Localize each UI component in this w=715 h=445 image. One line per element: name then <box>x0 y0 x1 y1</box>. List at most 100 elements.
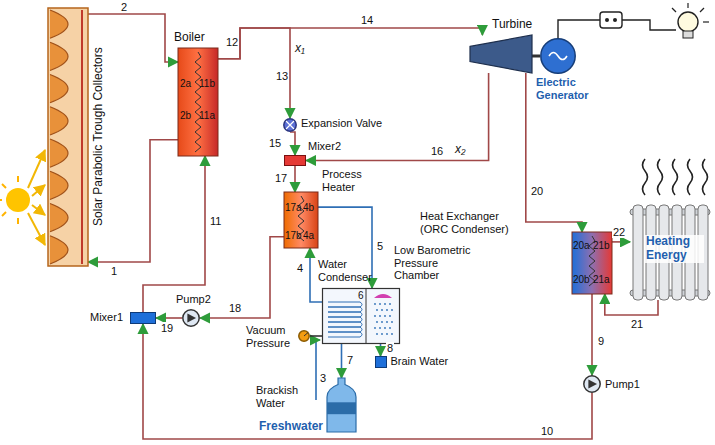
state-label: x₂ <box>455 143 466 157</box>
mixer-box <box>131 313 156 324</box>
trough-mirror <box>50 204 68 232</box>
trough-mirror <box>50 139 68 167</box>
turbine-symbol: Turbine <box>470 35 532 73</box>
shape-outline <box>130 312 156 324</box>
port-label: 2b <box>180 110 191 122</box>
shape-outline <box>182 309 200 327</box>
radiator-fin <box>633 205 643 300</box>
coil-line <box>195 52 201 152</box>
exchanger-body <box>572 232 612 294</box>
water-drop <box>391 333 393 335</box>
port-label: Low Barometric Pressure Chamber <box>394 244 478 282</box>
bottle-label <box>327 402 356 414</box>
node-label: Vacuum Pressure <box>246 324 296 349</box>
water-drop <box>391 321 393 323</box>
mixer-box: Mixer1 <box>130 312 156 324</box>
water-drop <box>389 327 391 329</box>
port-label: 11a <box>199 110 215 122</box>
process-heater: Process Heater17a4b17b4a <box>284 192 318 248</box>
heat-exchanger: Heat Exchanger (ORC Condenser)20a21b20b2… <box>572 232 612 294</box>
state-number: 9 <box>597 335 605 347</box>
trough-mirror <box>50 107 68 135</box>
exchanger-body <box>284 192 318 248</box>
state-number: 14 <box>360 14 374 26</box>
water-drop <box>379 303 381 305</box>
shape-outline <box>48 8 88 266</box>
state-number: 16 <box>430 145 444 157</box>
port-label: 11b <box>199 78 215 90</box>
flow-line <box>380 344 382 356</box>
water-drop <box>386 333 388 335</box>
trough-mirror <box>50 236 68 264</box>
node-label: Solar Parabolic Trough Collectors <box>92 32 106 242</box>
node-label: Freshwater <box>259 420 323 434</box>
socket-symbol <box>600 12 622 28</box>
brine-outlet: Brain Water <box>375 356 387 368</box>
water-drop <box>379 327 381 329</box>
trough-mirror <box>50 171 68 199</box>
pump-body <box>183 310 199 326</box>
valve-cross <box>286 121 294 129</box>
brackish-inlet-line <box>316 340 320 400</box>
port-label: 17b <box>285 230 302 242</box>
turbine-body <box>470 35 532 73</box>
state-label: 12 <box>226 36 238 49</box>
state-number: 4 <box>296 262 304 274</box>
water-drop <box>389 315 391 317</box>
state-number: 10 <box>540 425 554 437</box>
node-label: Boiler <box>174 31 205 45</box>
state-number: 20 <box>530 185 544 197</box>
power-output-symbol <box>558 3 709 38</box>
plug-wire <box>622 20 676 30</box>
pump-symbol: Pump2 <box>182 309 200 327</box>
sun-disc <box>6 188 30 212</box>
water-drop <box>391 309 393 311</box>
state-label: 3 <box>320 372 326 385</box>
flow-line <box>156 317 182 319</box>
water-drop <box>374 327 376 329</box>
state-number: 2 <box>120 1 128 13</box>
state-number: 18 <box>228 302 242 314</box>
trough-mirror <box>50 10 68 38</box>
inlet-label: Brackish Water <box>256 384 312 409</box>
vacuum-gauge: Vacuum Pressure <box>298 330 310 342</box>
node-label: Mixer1 <box>90 311 123 324</box>
port-label: 2a <box>180 78 191 90</box>
flow-line <box>591 294 593 375</box>
flow-line <box>612 241 630 243</box>
shape-outline <box>298 330 310 342</box>
water-drop <box>381 309 383 311</box>
port-label: 21a <box>593 274 610 286</box>
flow-line <box>218 28 482 59</box>
trough-mirror <box>50 42 68 70</box>
water-drop <box>384 327 386 329</box>
port-label: 4a <box>303 230 314 242</box>
node-label: Electric Generator <box>536 76 608 101</box>
shape-outline <box>327 378 356 432</box>
flow-line <box>310 335 322 337</box>
flow-line <box>294 166 296 192</box>
port-label: 21b <box>593 240 610 252</box>
bulb-rays <box>672 3 709 22</box>
pump-symbol: Pump1 <box>583 375 601 393</box>
water-drop <box>379 315 381 317</box>
water-drop <box>376 333 378 335</box>
exchanger-body <box>178 48 218 156</box>
freshwater-bottle: Freshwater <box>327 378 356 432</box>
shape-outline <box>284 155 306 166</box>
flow-line <box>341 344 343 378</box>
sun-light-arrows <box>28 150 45 245</box>
state-number: 7 <box>346 354 354 366</box>
generator-body <box>541 39 575 73</box>
collector-frame <box>48 8 88 266</box>
vacuum-gauge <box>299 331 309 341</box>
pump-triangle <box>187 314 196 323</box>
water-drop <box>384 303 386 305</box>
node-label: Pump1 <box>605 378 640 391</box>
mixer-box <box>285 156 306 166</box>
radiator-symbol: Heating Energy <box>630 205 710 300</box>
flow-line <box>306 73 489 161</box>
shape-outline <box>178 48 218 156</box>
node-label: Turbine <box>492 18 532 32</box>
